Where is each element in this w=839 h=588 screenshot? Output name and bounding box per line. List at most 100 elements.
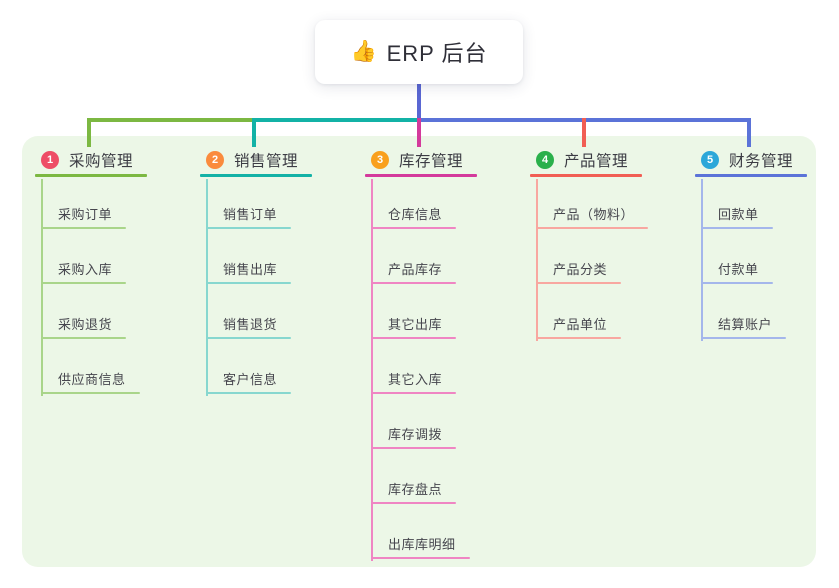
sub-item-结算账户[interactable]: 结算账户 — [701, 316, 786, 339]
branch-underline — [200, 174, 312, 177]
sub-item-产品单位[interactable]: 产品单位 — [536, 316, 621, 339]
sub-item-产品库存[interactable]: 产品库存 — [371, 261, 456, 284]
sub-item-label: 销售出库 — [223, 262, 278, 277]
branch-header-财务管理[interactable]: 5 财务管理 — [695, 148, 793, 172]
branch-label: 财务管理 — [729, 153, 794, 170]
drop-line-财务管理 — [747, 118, 751, 147]
sub-item-label: 销售退货 — [223, 317, 278, 332]
branch-stem-line — [371, 179, 373, 561]
sub-item-underline — [41, 227, 126, 229]
sub-item-underline — [41, 282, 126, 284]
drop-line-库存管理 — [417, 118, 421, 147]
branch-underline — [365, 174, 477, 177]
branch-header-库存管理[interactable]: 3 库存管理 — [365, 148, 463, 172]
sub-item-underline — [701, 282, 773, 284]
sub-item-销售订单[interactable]: 销售订单 — [206, 206, 291, 229]
sub-item-采购入库[interactable]: 采购入库 — [41, 261, 126, 284]
sub-item-label: 客户信息 — [223, 372, 278, 387]
branch-stem-line — [701, 179, 703, 341]
sub-item-label: 供应商信息 — [58, 372, 126, 387]
sub-item-label: 采购入库 — [58, 262, 113, 277]
sub-item-underline — [371, 392, 456, 394]
sub-item-underline — [206, 392, 291, 394]
sub-item-仓库信息[interactable]: 仓库信息 — [371, 206, 456, 229]
sub-item-label: 库存调拨 — [388, 427, 443, 442]
sub-item-underline — [701, 337, 786, 339]
sub-item-label: 库存盘点 — [388, 482, 443, 497]
sub-item-label: 销售订单 — [223, 207, 278, 222]
branch-header-采购管理[interactable]: 1 采购管理 — [35, 148, 133, 172]
sub-item-underline — [536, 227, 648, 229]
sub-item-underline — [41, 392, 140, 394]
sub-item-产品分类[interactable]: 产品分类 — [536, 261, 621, 284]
drop-line-采购管理 — [87, 118, 91, 147]
sub-item-label: 产品库存 — [388, 262, 443, 277]
sub-item-underline — [371, 447, 456, 449]
branch-number-badge: 3 — [371, 151, 389, 169]
branch-header-产品管理[interactable]: 4 产品管理 — [530, 148, 628, 172]
sub-item-其它入库[interactable]: 其它入库 — [371, 371, 456, 394]
branch-number-badge: 5 — [701, 151, 719, 169]
sub-item-label: 产品单位 — [553, 317, 608, 332]
sub-item-产品（物料）[interactable]: 产品（物料） — [536, 206, 648, 229]
branch-stem-line — [536, 179, 538, 341]
sub-item-underline — [206, 282, 291, 284]
branch-label: 销售管理 — [234, 153, 299, 170]
sub-item-underline — [206, 227, 291, 229]
sub-item-回款单[interactable]: 回款单 — [701, 206, 773, 229]
sub-item-underline — [371, 227, 456, 229]
sub-item-label: 仓库信息 — [388, 207, 443, 222]
branch-number-badge: 1 — [41, 151, 59, 169]
branch-label: 采购管理 — [69, 153, 134, 170]
sub-item-underline — [371, 282, 456, 284]
sub-item-label: 产品分类 — [553, 262, 608, 277]
root-node-label: ERP 后台 — [386, 41, 488, 66]
branch-underline — [530, 174, 642, 177]
sub-item-label: 付款单 — [718, 262, 759, 277]
branch-number-badge: 4 — [536, 151, 554, 169]
drop-line-销售管理 — [252, 118, 256, 147]
sub-item-label: 其它出库 — [388, 317, 443, 332]
branch-label: 产品管理 — [564, 153, 629, 170]
sub-item-label: 结算账户 — [718, 317, 773, 332]
sub-item-label: 产品（物料） — [553, 207, 635, 222]
thumbs-up-icon: 👍 — [350, 40, 378, 63]
sub-item-采购退货[interactable]: 采购退货 — [41, 316, 126, 339]
drop-line-产品管理 — [582, 118, 586, 147]
branch-underline — [695, 174, 807, 177]
sub-item-label: 其它入库 — [388, 372, 443, 387]
sub-item-underline — [536, 337, 621, 339]
sub-item-underline — [536, 282, 621, 284]
sub-item-underline — [206, 337, 291, 339]
sub-item-库存盘点[interactable]: 库存盘点 — [371, 481, 456, 504]
sub-item-供应商信息[interactable]: 供应商信息 — [41, 371, 140, 394]
sub-item-label: 出库库明细 — [388, 537, 456, 552]
branch-label: 库存管理 — [399, 153, 464, 170]
branch-number-badge: 2 — [206, 151, 224, 169]
sub-item-出库库明细[interactable]: 出库库明细 — [371, 536, 470, 559]
sub-item-underline — [371, 502, 456, 504]
rail-left-green — [87, 118, 256, 122]
sub-item-label: 回款单 — [718, 207, 759, 222]
sub-item-销售退货[interactable]: 销售退货 — [206, 316, 291, 339]
rail-left-teal — [252, 118, 421, 122]
sub-item-underline — [371, 337, 456, 339]
root-stem-line — [417, 84, 421, 122]
sub-item-销售出库[interactable]: 销售出库 — [206, 261, 291, 284]
sub-item-其它出库[interactable]: 其它出库 — [371, 316, 456, 339]
branch-underline — [35, 174, 147, 177]
root-node-erp[interactable]: 👍 ERP 后台 — [315, 20, 523, 84]
sub-item-采购订单[interactable]: 采购订单 — [41, 206, 126, 229]
branch-stem-line — [206, 179, 208, 396]
sub-item-label: 采购退货 — [58, 317, 113, 332]
sub-item-underline — [701, 227, 773, 229]
sub-item-付款单[interactable]: 付款单 — [701, 261, 773, 284]
branches-panel — [22, 136, 816, 567]
branch-stem-line — [41, 179, 43, 396]
sub-item-库存调拨[interactable]: 库存调拨 — [371, 426, 456, 449]
sub-item-underline — [371, 557, 470, 559]
sub-item-客户信息[interactable]: 客户信息 — [206, 371, 291, 394]
branch-header-销售管理[interactable]: 2 销售管理 — [200, 148, 298, 172]
sub-item-label: 采购订单 — [58, 207, 113, 222]
